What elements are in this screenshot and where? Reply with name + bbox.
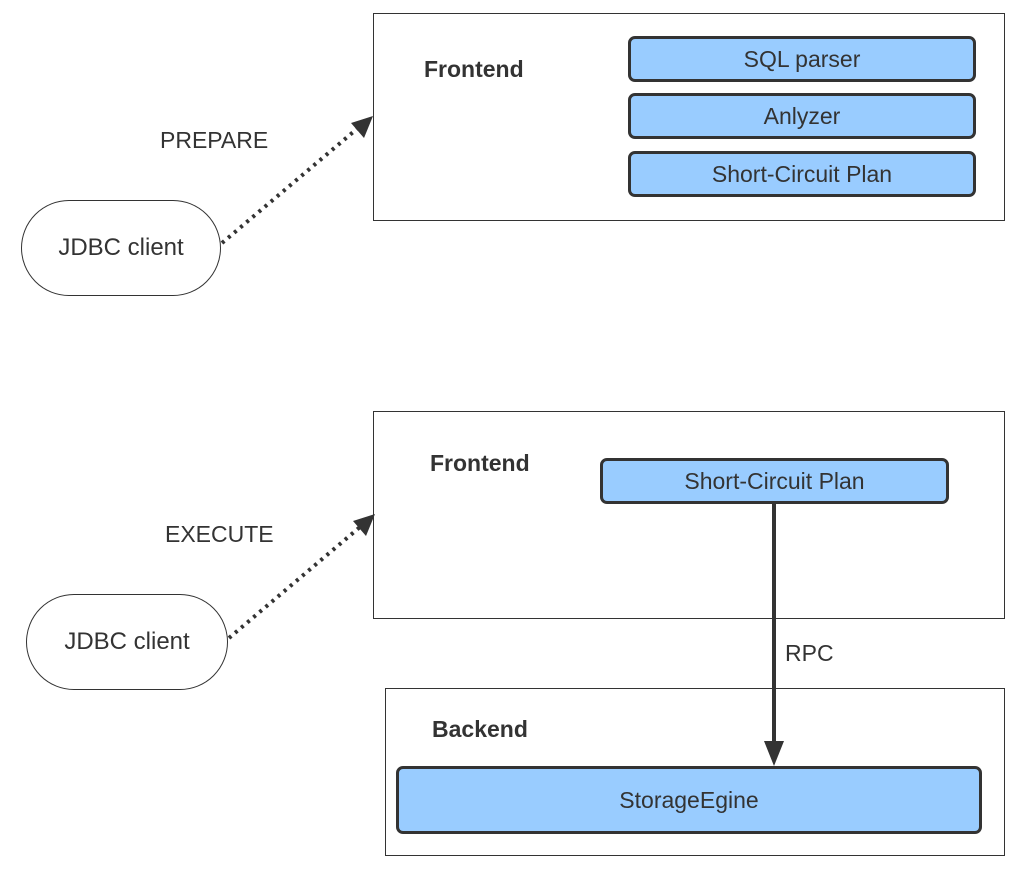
short-circuit-plan-block-execute: Short-Circuit Plan [600,458,949,504]
execute-arrowhead [353,514,375,536]
analyzer-block: Anlyzer [628,93,976,139]
prepare-arrowhead [351,116,373,138]
rpc-edge-label: RPC [785,640,834,666]
jdbc-client-prepare: JDBC client [21,200,221,296]
execute-frontend-title: Frontend [430,450,530,476]
sql-parser-block: SQL parser [628,36,976,82]
prepare-frontend-title: Frontend [424,56,524,82]
jdbc-client-execute: JDBC client [26,594,228,690]
storage-engine-block: StorageEgine [396,766,982,834]
prepare-edge-label: PREPARE [160,127,269,153]
execute-frontend-box [373,411,1005,619]
backend-title: Backend [432,716,528,742]
short-circuit-plan-block-prepare: Short-Circuit Plan [628,151,976,197]
execute-edge-label: EXECUTE [165,521,274,547]
